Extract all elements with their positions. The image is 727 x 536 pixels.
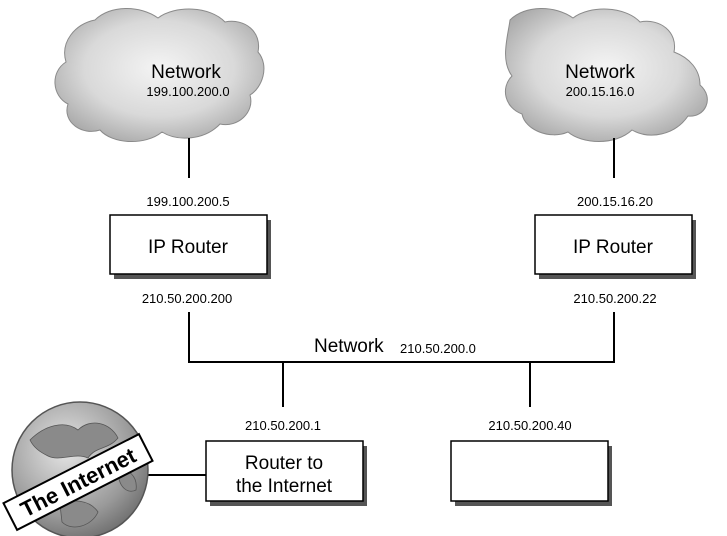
right-ip-router: 200.15.16.20 IP Router 210.50.200.22: [534, 194, 696, 306]
left-cloud-title: Network: [151, 62, 221, 83]
right-cloud-title: Network: [565, 62, 635, 83]
left-router-bottom-ip: 210.50.200.200: [142, 291, 232, 306]
internet-router-ip: 210.50.200.1: [245, 418, 321, 433]
left-cloud-shape: [54, 8, 265, 143]
blank-host-box: [450, 440, 609, 502]
backbone-address: 210.50.200.0: [400, 341, 476, 356]
internet-router-line1: Router to: [245, 453, 323, 474]
backbone-network-label: Network 210.50.200.0: [314, 336, 476, 357]
right-network-cloud: Network 200.15.16.0: [504, 8, 708, 142]
internet-globe-icon: The Internet: [2, 401, 154, 536]
backbone-title: Network: [314, 336, 384, 357]
left-ip-router: 199.100.200.5 IP Router 210.50.200.200: [109, 194, 271, 306]
blank-host: 210.50.200.40: [450, 418, 612, 506]
right-router-box: [534, 214, 693, 275]
left-cloud-address: 199.100.200.0: [146, 84, 229, 99]
right-router-bottom-ip: 210.50.200.22: [573, 291, 656, 306]
right-cloud-address: 200.15.16.0: [566, 84, 635, 99]
internet-router-box: [205, 440, 364, 502]
left-router-label: IP Router: [148, 237, 229, 258]
left-router-top-ip: 199.100.200.5: [146, 194, 229, 209]
backbone-line: [188, 312, 615, 363]
internet-router: 210.50.200.1 Router to the Internet: [205, 418, 367, 506]
blank-host-ip: 210.50.200.40: [488, 418, 571, 433]
connectors: [148, 138, 615, 476]
right-router-top-ip: 200.15.16.20: [577, 194, 653, 209]
left-network-cloud: Network 199.100.200.0: [54, 8, 265, 143]
left-router-box: [109, 214, 268, 275]
right-cloud-shape: [504, 8, 708, 142]
right-router-label: IP Router: [573, 237, 654, 258]
internet-router-line2: the Internet: [236, 476, 333, 497]
